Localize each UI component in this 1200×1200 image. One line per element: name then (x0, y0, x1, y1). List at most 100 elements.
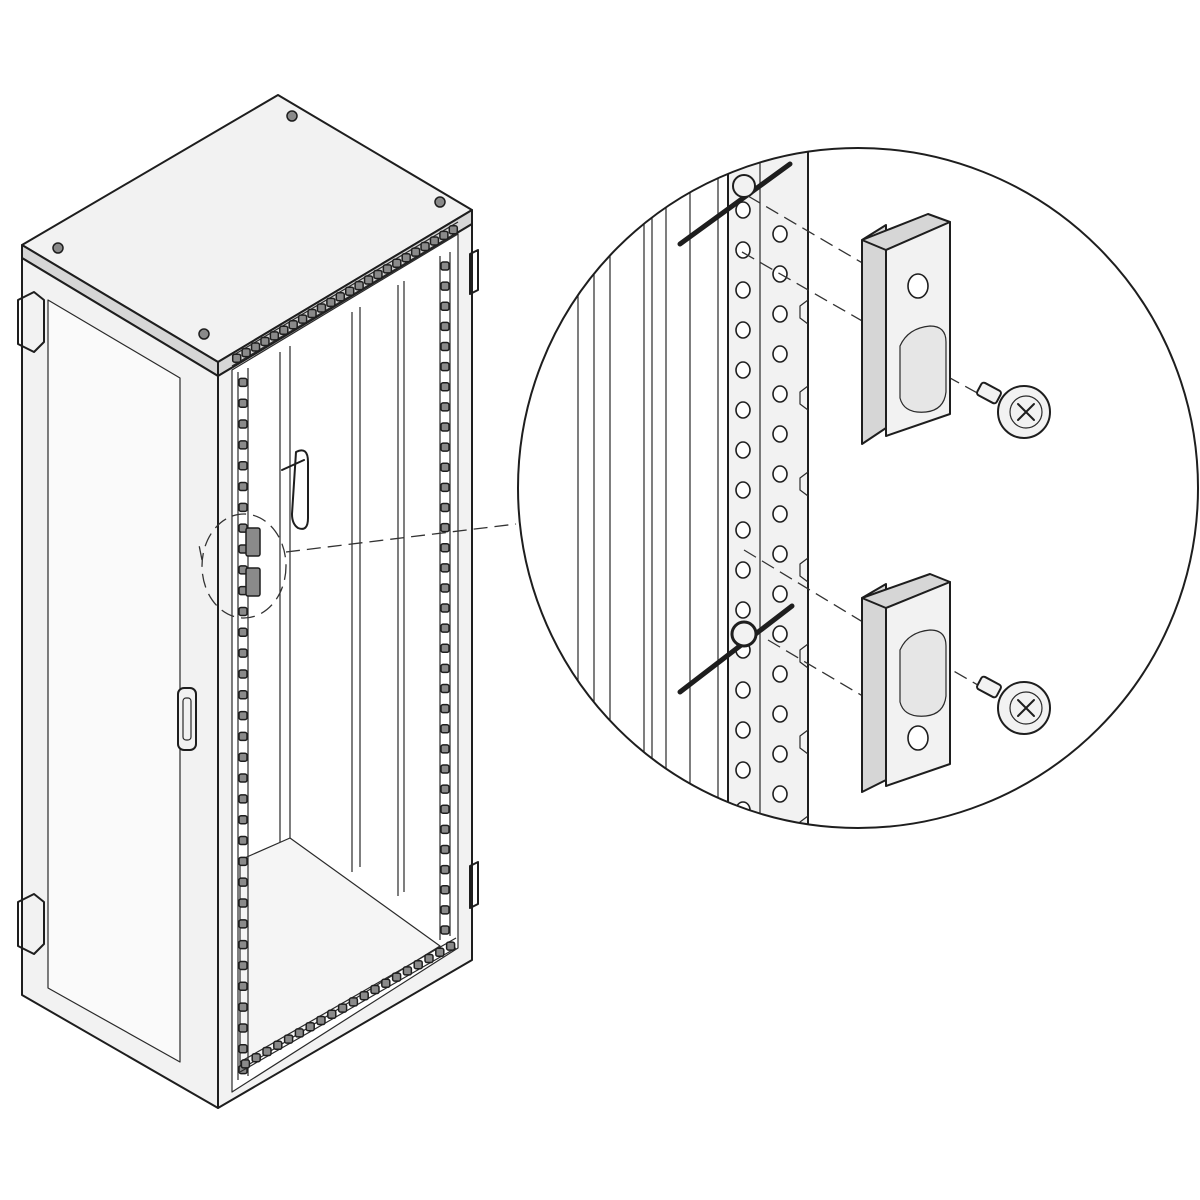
rail-notch (799, 471, 809, 497)
rail-tooth (429, 236, 440, 246)
top-rail (231, 221, 459, 367)
rail-hole (772, 505, 788, 523)
rail-tooth (337, 1003, 348, 1013)
rail-hole (735, 721, 751, 739)
rail-tooth (440, 482, 450, 493)
rail-tooth (402, 966, 413, 976)
spacer-block-upper (861, 213, 951, 445)
rail-notch (799, 643, 809, 669)
rail-tooth (363, 275, 374, 285)
rail-tooth (440, 542, 450, 553)
rail-tooth (269, 331, 280, 341)
rail-tooth (440, 824, 450, 835)
rail-tooth (440, 683, 450, 694)
front-right-rail (439, 252, 451, 940)
rail-tooth (241, 347, 251, 358)
hinge-icon (469, 861, 479, 909)
rail-tooth (381, 978, 391, 989)
rail-tooth (305, 1021, 315, 1032)
rail-tooth (439, 230, 449, 241)
rail-tooth (440, 643, 450, 654)
rail-tooth (238, 939, 248, 950)
rail-tooth (440, 583, 450, 593)
rail-tooth (420, 241, 430, 252)
rail-hole (772, 465, 788, 483)
rail-tooth (424, 953, 434, 964)
rail-tooth (435, 947, 445, 958)
rail-tooth (440, 864, 450, 875)
rail-tooth (335, 292, 346, 302)
rail-tooth (440, 925, 450, 935)
rail-tooth (238, 669, 248, 679)
rail-tooth (250, 342, 261, 352)
rail-hole (772, 785, 788, 803)
mounting-rail (727, 148, 809, 828)
rail-hole (735, 321, 751, 339)
rail-tooth (440, 422, 450, 432)
rail-tooth (238, 502, 248, 513)
detail-leader-line (285, 523, 517, 553)
rail-tooth (445, 941, 456, 951)
rail-hole (772, 665, 788, 683)
rail-tooth (238, 1044, 248, 1054)
cage-nut-icon (730, 620, 758, 648)
rail-tooth (238, 773, 248, 783)
rail-tooth (262, 1046, 272, 1057)
clip-marker (677, 161, 793, 247)
rail-tooth (440, 905, 450, 915)
rail-tooth (391, 972, 402, 982)
rail-tooth (238, 752, 248, 762)
rail-tooth (238, 794, 248, 804)
rail-tooth (440, 563, 450, 573)
rail-hole (772, 345, 788, 363)
rail-hole (735, 761, 751, 779)
rail-tooth (238, 981, 248, 992)
rail-tooth (392, 258, 402, 269)
rail-tooth (238, 398, 248, 408)
rail-tooth (316, 303, 327, 313)
rail-tooth (240, 1059, 251, 1069)
bottom-rail (239, 937, 457, 1073)
hinge-icon (469, 249, 479, 295)
rail-tooth (448, 225, 459, 235)
rail-tooth (440, 663, 450, 674)
rail-tooth (440, 884, 450, 895)
door-handle-icon (177, 687, 197, 751)
rail-hole (772, 425, 788, 443)
magnified-detail (517, 147, 1199, 829)
rail-tooth (440, 804, 450, 814)
rail-tooth (307, 308, 317, 319)
rail-tooth (288, 319, 298, 330)
rail-hole (735, 601, 751, 619)
rail-tooth (238, 419, 248, 429)
rail-tooth (440, 724, 450, 734)
rail-tooth (440, 703, 450, 714)
rail-tooth (440, 281, 450, 291)
screw-icon (976, 675, 1051, 735)
rail-tooth (251, 1052, 261, 1063)
detail-spot (245, 527, 261, 597)
rail-tooth (440, 844, 450, 855)
rail-tooth (238, 856, 248, 867)
rail-tooth (238, 814, 248, 825)
rail-tooth (260, 336, 270, 347)
rail-hole (772, 585, 788, 603)
cabinet (17, 94, 479, 1109)
rail-tooth (440, 301, 450, 312)
rail-tooth (359, 990, 369, 1001)
rail-tooth (238, 919, 248, 929)
rail-tooth (238, 627, 248, 638)
rail-tooth (238, 690, 248, 700)
magnifier-circle (517, 147, 1199, 829)
rail-hole (772, 385, 788, 403)
rail-hole (772, 825, 788, 828)
rail-hole (735, 681, 751, 699)
rail-tooth (294, 1028, 305, 1038)
rail-tooth (316, 1015, 326, 1026)
clip-marker (677, 603, 795, 695)
rail-tooth (440, 784, 450, 794)
rail-hole (735, 521, 751, 539)
rail-tooth (440, 764, 450, 774)
back-frame-posts (279, 281, 405, 896)
